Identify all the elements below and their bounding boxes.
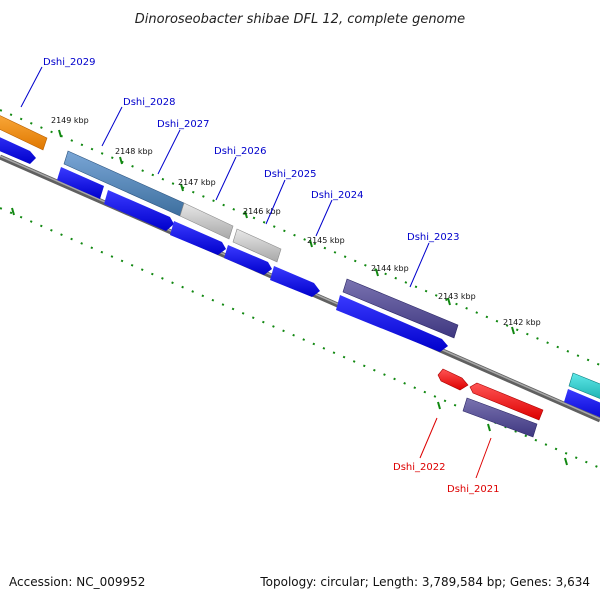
gene-bar-dshi-2029[interactable] [0, 106, 48, 151]
gene-label-dshi-2024[interactable]: Dshi_2024 [311, 190, 363, 201]
cds-arrow[interactable] [564, 389, 600, 424]
lower-scale-track [0, 207, 600, 469]
gene-bar-dshi-2027[interactable] [179, 202, 234, 240]
gene-label-dshi-2022[interactable]: Dshi_2022 [393, 462, 445, 473]
tick-label: 2144 kbp [371, 264, 409, 273]
cds-arrow[interactable] [270, 266, 320, 297]
gene-bar-teal[interactable] [568, 372, 600, 405]
gene-label-dshi-2029[interactable]: Dshi_2029 [43, 57, 95, 68]
tick-labels: 2149 kbp 2148 kbp 2147 kbp 2146 kbp 2145… [51, 116, 541, 327]
gene-labels: Dshi_2029 Dshi_2028 Dshi_2027 Dshi_2026 … [43, 57, 499, 495]
tick-label: 2143 kbp [438, 292, 476, 301]
map-title: Dinoroseobacter shibae DFL 12, complete … [135, 12, 465, 27]
gene-label-dshi-2023[interactable]: Dshi_2023 [407, 232, 459, 243]
gene-bar-dshi-2022[interactable] [437, 368, 469, 391]
tick-label: 2149 kbp [51, 116, 89, 125]
gene-bar-dshi-2021[interactable] [462, 397, 538, 438]
accession-text: Accession: NC_009952 [9, 575, 145, 589]
gene-label-dshi-2021[interactable]: Dshi_2021 [447, 484, 499, 495]
gene-bar-dshi-2023[interactable] [342, 278, 459, 339]
label-leaders [20, 66, 492, 479]
cds-arrow[interactable] [0, 128, 36, 164]
tick-label: 2146 kbp [243, 207, 281, 216]
cds-arrows [0, 128, 600, 424]
gene-label-dshi-2025[interactable]: Dshi_2025 [264, 169, 316, 180]
reverse-gene-bars [437, 368, 544, 438]
cds-arrow[interactable] [336, 295, 448, 352]
tick-label: 2142 kbp [503, 318, 541, 327]
major-ticks [58, 129, 515, 335]
gene-bar-dshi-2026[interactable] [232, 228, 282, 263]
gene-label-dshi-2028[interactable]: Dshi_2028 [123, 97, 175, 108]
cds-arrow[interactable] [170, 221, 226, 255]
tick-label: 2148 kbp [115, 147, 153, 156]
cds-arrow[interactable] [57, 167, 104, 199]
gene-bars [0, 106, 600, 405]
gene-label-dshi-2027[interactable]: Dshi_2027 [157, 119, 209, 130]
cds-arrow[interactable] [104, 190, 174, 231]
topology-text: Topology: circular; Length: 3,789,584 bp… [259, 575, 590, 589]
gene-bar-dshi-2021-red[interactable] [469, 382, 544, 421]
gene-label-dshi-2026[interactable]: Dshi_2026 [214, 146, 266, 157]
tick-label: 2145 kbp [307, 236, 345, 245]
tick-label: 2147 kbp [178, 178, 216, 187]
cds-arrow[interactable] [224, 245, 272, 275]
